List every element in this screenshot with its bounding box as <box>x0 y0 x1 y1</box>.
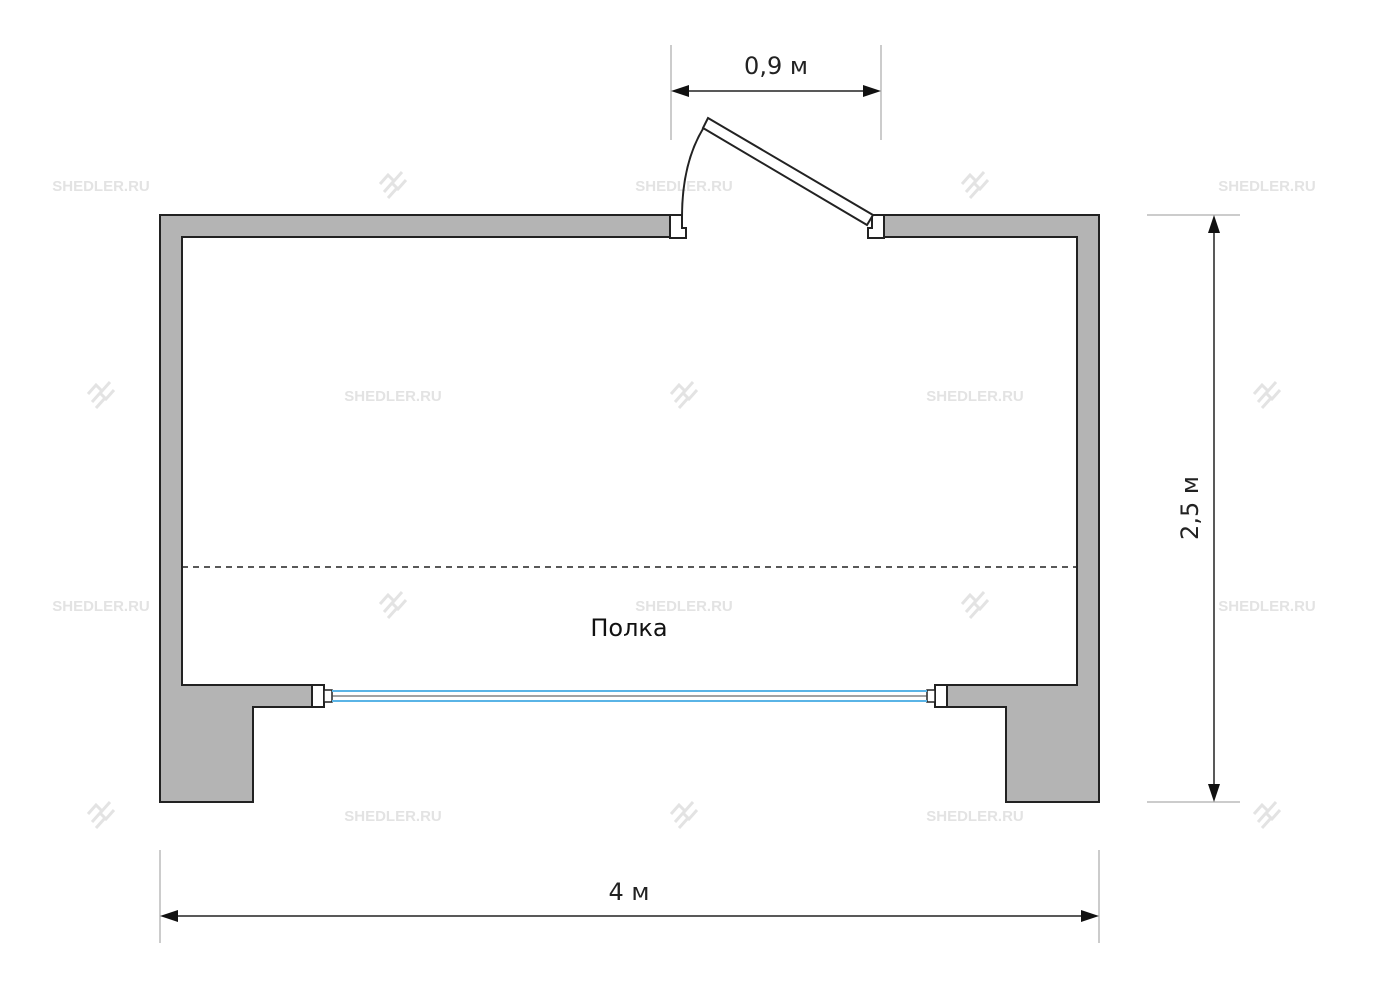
extension-lines <box>159 45 1240 943</box>
watermark-text: SHEDLER.RU <box>635 598 733 615</box>
shelf-label: Полка <box>590 614 667 642</box>
door-jambs <box>669 214 885 239</box>
shedler-logo-icon <box>960 171 990 200</box>
shedler-logo-icon <box>960 591 990 620</box>
shedler-logo-icon <box>86 801 116 830</box>
door-swing-arc <box>681 123 707 218</box>
width-label: 4 м <box>608 878 649 906</box>
depth-label: 2,5 м <box>1176 476 1204 540</box>
watermark-text: SHEDLER.RU <box>926 388 1024 405</box>
watermark-text: SHEDLER.RU <box>52 598 150 615</box>
watermark-text: SHEDLER.RU <box>926 808 1024 825</box>
dimension-lines <box>160 85 1220 922</box>
shedler-logo-icon <box>378 171 408 200</box>
shedler-logo-icon <box>86 381 116 410</box>
shedler-logo-icon <box>378 591 408 620</box>
shedler-logo-icon <box>669 381 699 410</box>
door-width-label: 0,9 м <box>744 52 808 80</box>
right-wall <box>883 214 1100 803</box>
shedler-logo-icon <box>669 801 699 830</box>
door <box>681 116 875 227</box>
shedler-logo-icon <box>1252 381 1282 410</box>
door-leaf <box>701 116 875 227</box>
window <box>311 684 948 708</box>
shedler-logo-icon <box>1252 801 1282 830</box>
watermark-text: SHEDLER.RU <box>344 388 442 405</box>
left-wall <box>159 214 671 803</box>
watermarks: SHEDLER.RU SHEDLER.RU SHEDLER.RU SHEDLER.RU… <box>52 171 1316 830</box>
watermark-text: SHEDLER.RU <box>52 178 150 195</box>
watermark-text: SHEDLER.RU <box>344 808 442 825</box>
watermark-text: SHEDLER.RU <box>1218 178 1316 195</box>
watermark-text: SHEDLER.RU <box>1218 598 1316 615</box>
walls <box>159 214 1100 803</box>
